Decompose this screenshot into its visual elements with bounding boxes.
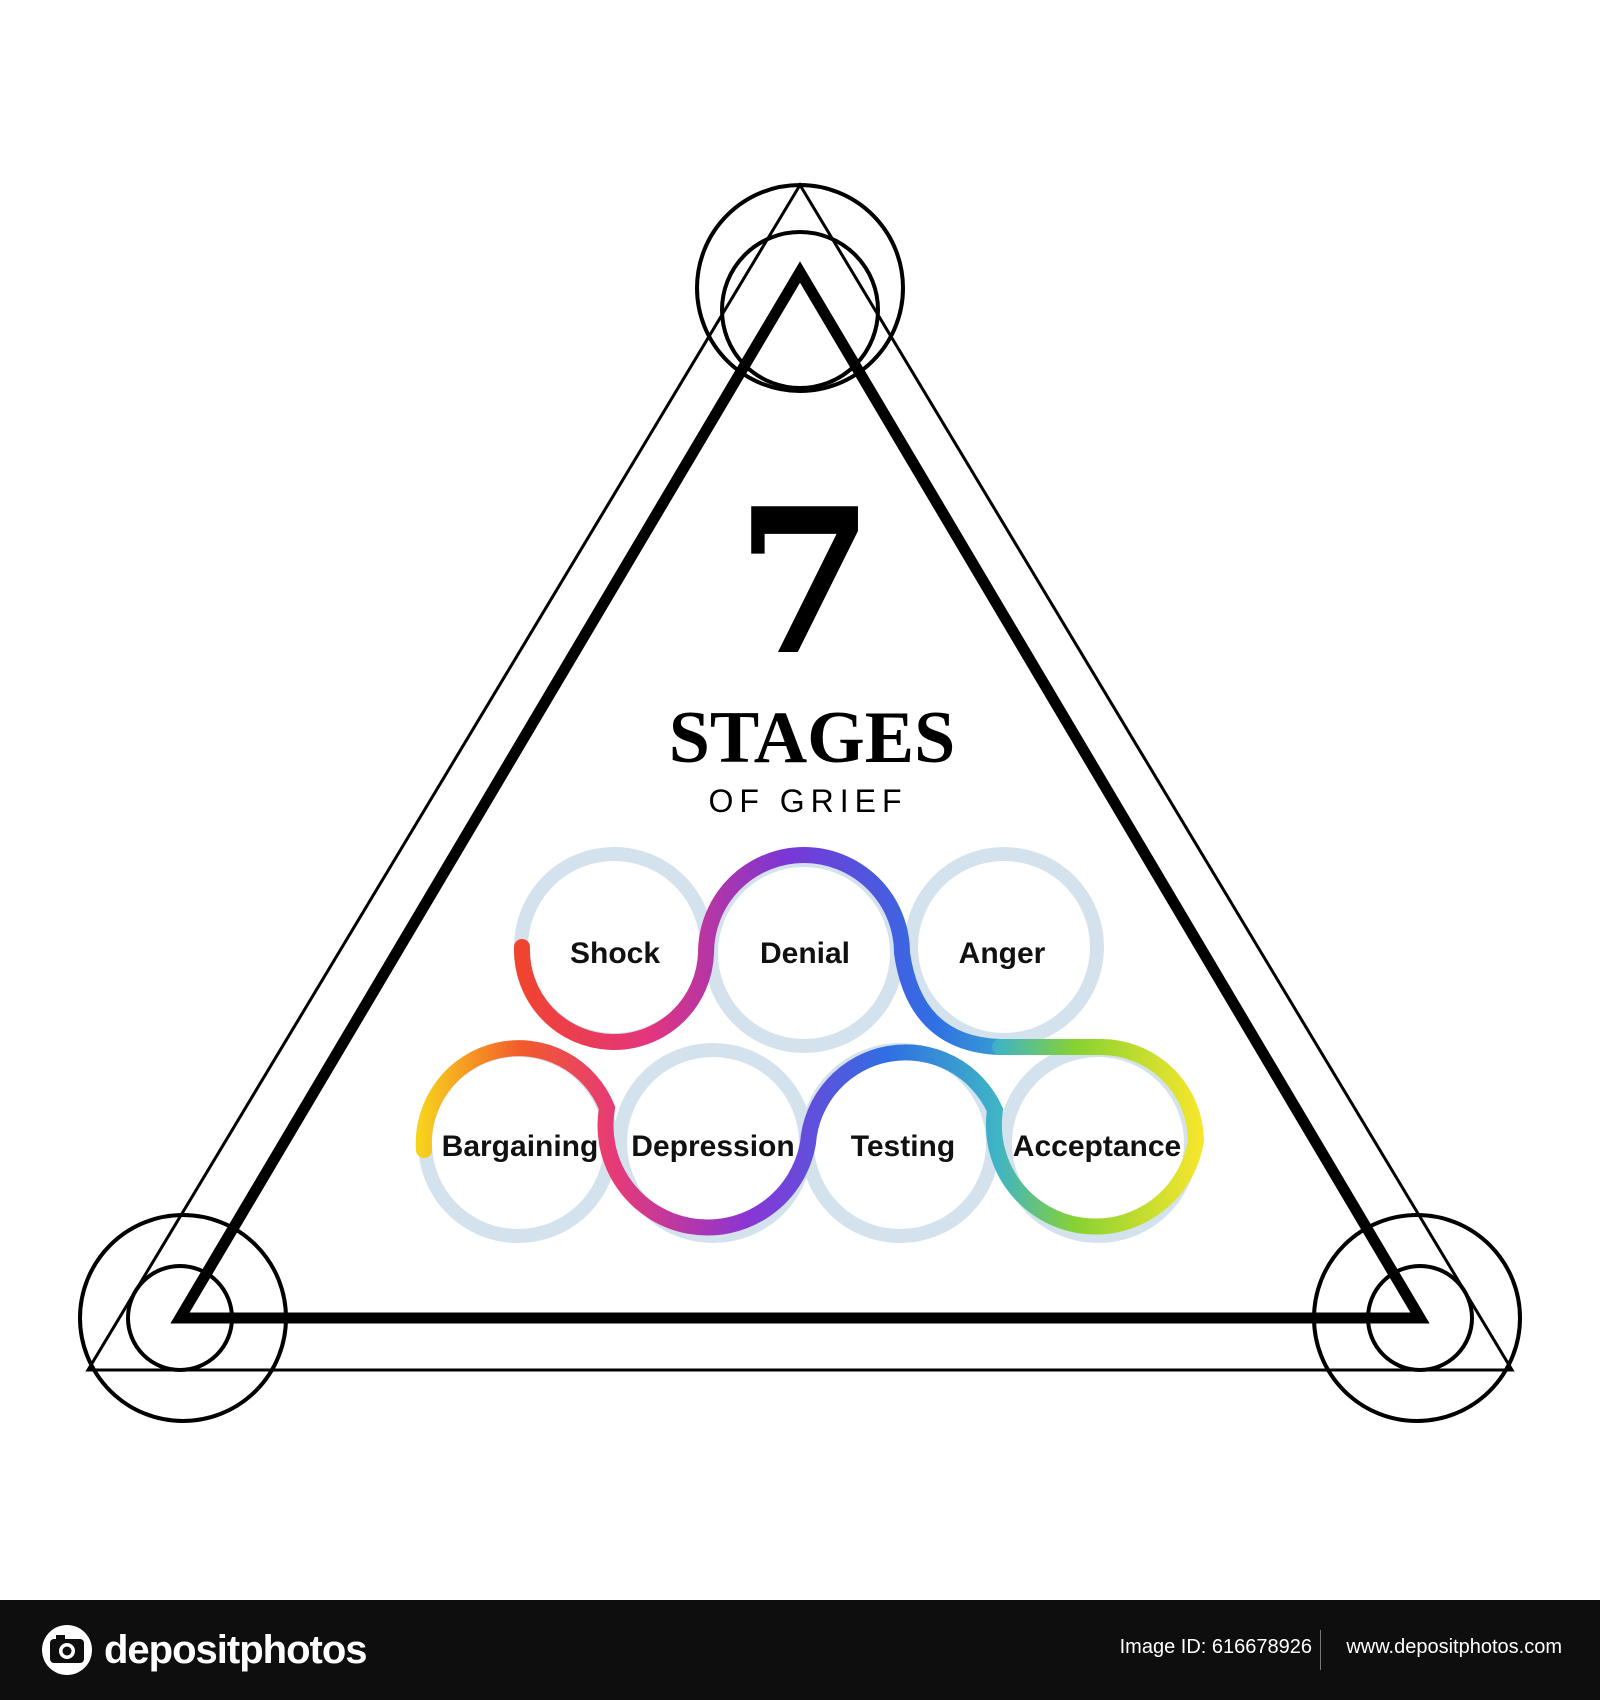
footer-divider	[1320, 1630, 1321, 1670]
corner-circles-top	[695, 183, 905, 393]
wave-top-path	[513, 847, 1008, 1055]
corner-circles-left	[78, 1213, 288, 1423]
stage-label-bargaining: Bargaining	[442, 1130, 599, 1163]
brand-name: depositphotos	[104, 1627, 368, 1672]
title-sub: OF GRIEF	[708, 783, 907, 819]
grief-diagram: 7 STAGES OF GRIEF Shock Denial Anger Bar…	[78, 182, 1522, 1423]
title-number: 7	[735, 465, 874, 700]
camera-logo-icon	[42, 1625, 92, 1675]
stage-label-anger: Anger	[959, 937, 1046, 970]
stage-label-denial: Denial	[760, 937, 850, 970]
stage-label-testing: Testing	[851, 1130, 955, 1163]
site-url-text: www.depositphotos.com	[1346, 1636, 1562, 1658]
outer-triangle	[85, 182, 1515, 1372]
corner-circles-right	[1312, 1213, 1522, 1423]
stage-label-acceptance: Acceptance	[1013, 1130, 1181, 1163]
stage-label-depression: Depression	[631, 1130, 794, 1163]
brand-logo: depositphotos	[40, 1622, 368, 1678]
wave-bottom-path	[415, 1038, 1205, 1236]
watermark-footer: depositphotos Image ID: 616678926 www.de…	[0, 1600, 1600, 1700]
inner-triangle	[170, 261, 1430, 1324]
stage-label-shock: Shock	[570, 937, 660, 970]
title-main: STAGES	[669, 697, 956, 779]
image-id-text: Image ID: 616678926	[1119, 1636, 1312, 1658]
